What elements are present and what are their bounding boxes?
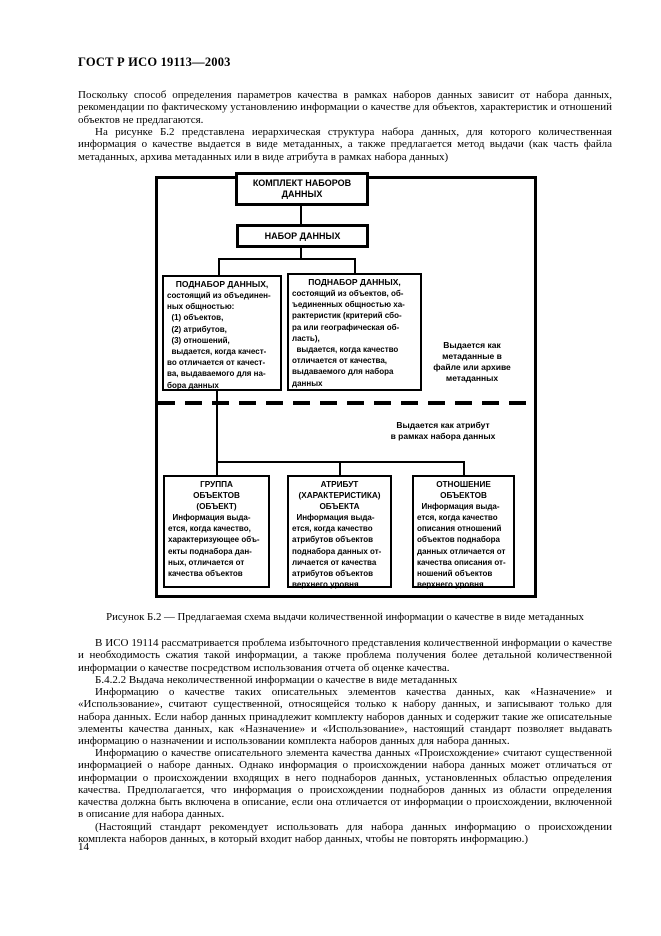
- box-subset-common: ПОДНАБОР ДАННЫХ, состоящий из объединен-…: [162, 275, 282, 391]
- paragraph-body-3: Информацию о качестве описательного элем…: [78, 747, 612, 821]
- standard-number-header: ГОСТ Р ИСО 19113—2003: [78, 55, 231, 69]
- diagram-outer-frame: [155, 176, 537, 598]
- connector-to-attr-box: [339, 461, 341, 476]
- box-object-relation-title: ОТНОШЕНИЕ ОБЪЕКТОВ: [436, 480, 491, 501]
- page-number: 14: [78, 841, 89, 853]
- box-object-group-title: ГРУППА ОБЪЕКТОВ (ОБЪЕКТ): [193, 480, 240, 512]
- box-subset-common-title: ПОДНАБОР ДАННЫХ,: [175, 279, 269, 289]
- paragraph-intro-2: На рисунке Б.2 представлена иерархическа…: [78, 126, 612, 163]
- figure-caption: Рисунок Б.2 — Предлагаемая схема выдачи …: [106, 611, 584, 623]
- paragraph-body-1: В ИСО 19114 рассматривается проблема изб…: [78, 637, 612, 674]
- connector-dataset-down: [300, 248, 302, 260]
- box-dataset-series-label: КОМПЛЕКТ НАБОРОВ ДАННЫХ: [252, 178, 352, 199]
- label-issued-as-metadata: Выдается как метаданные в файле или архи…: [433, 340, 511, 383]
- connector-to-group-box: [216, 461, 218, 476]
- box-dataset-label: НАБОР ДАННЫХ: [264, 231, 341, 241]
- box-object-group-text: Информация выда- ется, когда качество, х…: [168, 513, 260, 578]
- box-object-attribute-title: АТРИБУТ (ХАРАКТЕРИСТИКА) ОБЪЕКТА: [298, 480, 381, 512]
- box-object-relation: ОТНОШЕНИЕ ОБЪЕКТОВ Информация выда- ется…: [412, 475, 515, 589]
- box-dataset-series: КОМПЛЕКТ НАБОРОВ ДАННЫХ: [235, 172, 369, 206]
- box-subset-common-text: состоящий из объединен- ных общностью: (…: [167, 291, 271, 390]
- connector-branch-bottom: [216, 461, 465, 463]
- connector-to-subset-left: [218, 258, 220, 276]
- box-subset-objects-text: состоящий из объектов, об- ъединенных об…: [292, 289, 405, 388]
- label-issued-as-attribute: Выдается как атрибут в рамках набора дан…: [390, 420, 496, 441]
- connector-branch-top: [218, 258, 356, 260]
- connector-to-relation-box: [463, 461, 465, 476]
- box-object-relation-text: Информация выда- ется, когда качество оп…: [417, 502, 506, 589]
- box-subset-objects-title: ПОДНАБОР ДАННЫХ,: [308, 277, 401, 287]
- box-subset-objects: ПОДНАБОР ДАННЫХ, состоящий из объектов, …: [287, 273, 422, 391]
- connector-subset-down: [216, 391, 218, 463]
- box-object-attribute-text: Информация выда- ется, когда качество ат…: [292, 513, 382, 589]
- box-object-attribute: АТРИБУТ (ХАРАКТЕРИСТИКА) ОБЪЕКТА Информа…: [287, 475, 392, 589]
- box-object-group: ГРУППА ОБЪЕКТОВ (ОБЪЕКТ) Информация выда…: [163, 475, 270, 588]
- paragraph-body-2: Информацию о качестве таких описательных…: [78, 686, 612, 748]
- paragraph-intro-1: Поскольку способ определения параметров …: [78, 89, 612, 126]
- divider-dashed-line: [158, 401, 534, 405]
- box-dataset: НАБОР ДАННЫХ: [236, 224, 369, 248]
- connector-series-to-dataset: [300, 206, 302, 225]
- section-heading-b422: Б.4.2.2 Выдача неколичественной информац…: [95, 674, 458, 686]
- connector-to-subset-right: [354, 258, 356, 275]
- paragraph-body-4: (Настоящий стандарт рекомендует использо…: [78, 821, 612, 846]
